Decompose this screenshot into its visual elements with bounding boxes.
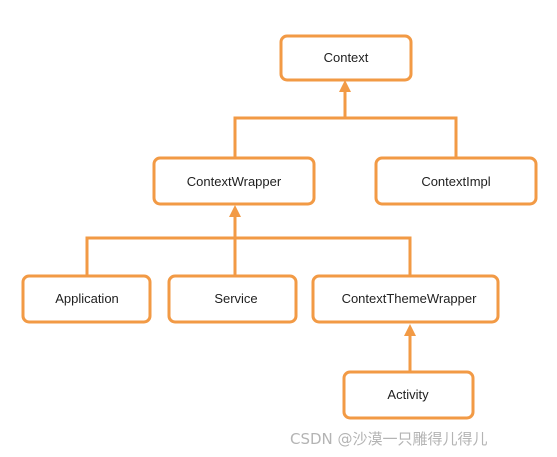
node-application-label: Application bbox=[55, 291, 119, 306]
arrowhead-context-theme-wrapper bbox=[404, 324, 416, 336]
node-context-impl: ContextImpl bbox=[374, 156, 538, 206]
node-context-impl-label: ContextImpl bbox=[421, 174, 490, 189]
diagram-edges bbox=[85, 80, 458, 372]
edge-context-impl-to-context bbox=[345, 116, 458, 157]
edge-application-to-context-wrapper bbox=[85, 214, 237, 276]
node-service-label: Service bbox=[214, 291, 257, 306]
node-activity: Activity bbox=[342, 370, 475, 420]
node-context-theme-wrapper-label: ContextThemeWrapper bbox=[342, 291, 478, 306]
node-context: Context bbox=[279, 34, 413, 82]
arrowhead-context-wrapper bbox=[229, 205, 241, 217]
node-context-label: Context bbox=[324, 50, 369, 65]
node-context-wrapper-label: ContextWrapper bbox=[187, 174, 282, 189]
edge-context-wrapper-to-context bbox=[233, 88, 347, 157]
node-service: Service bbox=[167, 274, 298, 324]
node-application: Application bbox=[21, 274, 152, 324]
node-activity-label: Activity bbox=[387, 387, 429, 402]
node-context-wrapper: ContextWrapper bbox=[152, 156, 316, 206]
node-context-theme-wrapper: ContextThemeWrapper bbox=[311, 274, 500, 324]
edge-context-theme-wrapper-to-context-wrapper bbox=[235, 236, 412, 276]
arrowhead-context bbox=[339, 80, 351, 92]
watermark: CSDN @沙漠一只雕得儿得儿 bbox=[290, 430, 488, 448]
